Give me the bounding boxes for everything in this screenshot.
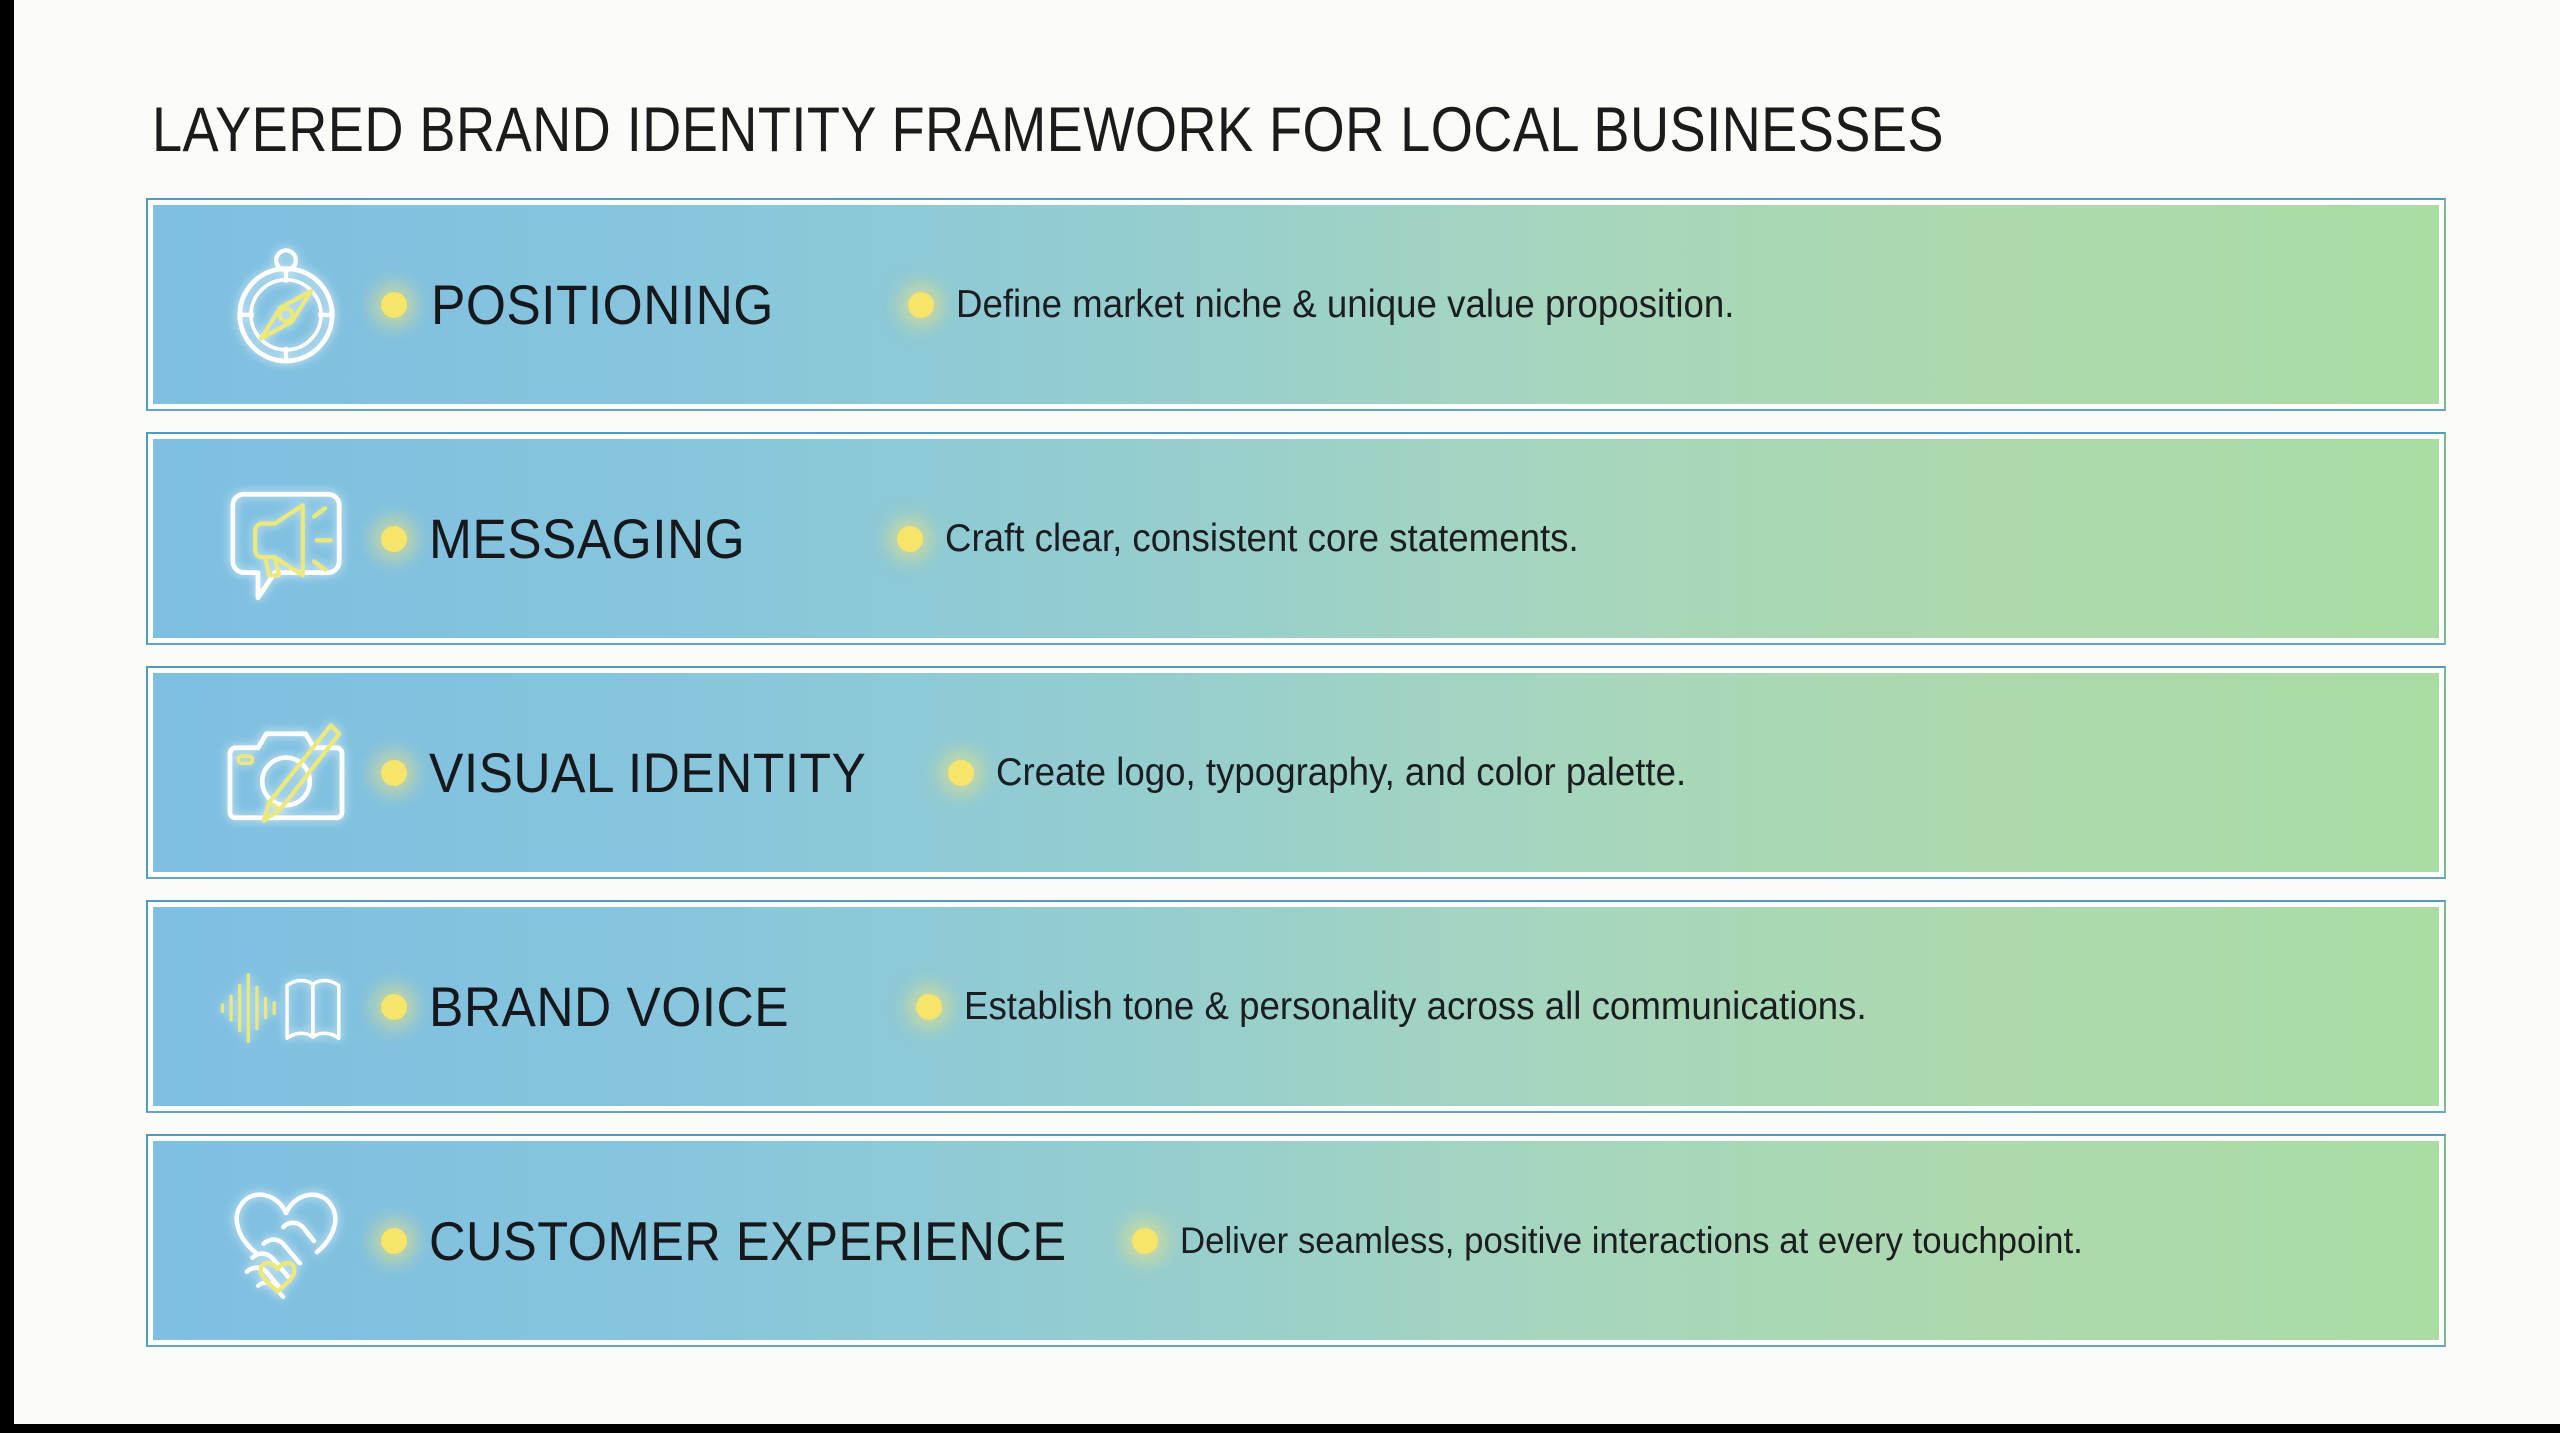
letterbox-bar-bottom — [0, 1424, 2560, 1433]
bullet-dot-label — [381, 759, 407, 786]
bullet-dot-description — [1132, 1227, 1159, 1254]
layer-description: Create logo, typography, and color palet… — [996, 750, 1687, 794]
soundwave-open-book-icon — [211, 937, 361, 1077]
layer-description: Deliver seamless, positive interactions … — [1180, 1219, 2083, 1261]
layer-row[interactable]: MESSAGING Craft clear, consistent core s… — [146, 432, 2446, 645]
bullet-dot-label — [381, 1227, 407, 1254]
layer-row-fill: MESSAGING Craft clear, consistent core s… — [153, 439, 2439, 638]
layer-description: Establish tone & personality across all … — [964, 984, 1868, 1028]
layer-description: Craft clear, consistent core statements. — [944, 516, 1579, 560]
layer-row-fill: VISUAL IDENTITY Create logo, typography,… — [153, 673, 2439, 872]
layer-description: Define market niche & unique value propo… — [955, 282, 1735, 326]
layer-label: CUSTOMER EXPERIENCE — [429, 1209, 1067, 1272]
bullet-dot-label — [381, 291, 407, 318]
page-title: LAYERED BRAND IDENTITY FRAMEWORK FOR LOC… — [152, 95, 1945, 166]
camera-paintbrush-icon — [211, 703, 361, 843]
bullet-dot-description — [948, 759, 975, 786]
layer-label: POSITIONING — [431, 272, 774, 336]
handshake-heart-icon — [211, 1171, 361, 1311]
layer-row-fill: BRAND VOICE Establish tone & personality… — [153, 907, 2439, 1106]
layer-label: VISUAL IDENTITY — [429, 740, 867, 804]
layer-row[interactable]: VISUAL IDENTITY Create logo, typography,… — [146, 666, 2446, 879]
layer-row[interactable]: BRAND VOICE Establish tone & personality… — [146, 900, 2446, 1113]
layer-row-fill: POSITIONING Define market niche & unique… — [153, 205, 2439, 404]
bullet-dot-label — [381, 993, 407, 1020]
bullet-dot-label — [381, 525, 407, 552]
layer-list: POSITIONING Define market niche & unique… — [146, 198, 2446, 1347]
megaphone-speech-bubble-icon — [211, 469, 361, 609]
bullet-dot-description — [896, 525, 923, 552]
bullet-dot-description — [916, 993, 943, 1020]
bullet-dot-description — [907, 291, 934, 318]
slide-canvas: LAYERED BRAND IDENTITY FRAMEWORK FOR LOC… — [14, 0, 2560, 1424]
layer-row[interactable]: CUSTOMER EXPERIENCE Deliver seamless, po… — [146, 1134, 2446, 1347]
letterbox-bar-left — [0, 0, 14, 1433]
layer-row-fill: CUSTOMER EXPERIENCE Deliver seamless, po… — [153, 1141, 2439, 1340]
compass-icon — [211, 235, 361, 375]
layer-label: BRAND VOICE — [429, 974, 790, 1038]
layer-label: MESSAGING — [429, 506, 746, 570]
layer-row[interactable]: POSITIONING Define market niche & unique… — [146, 198, 2446, 411]
